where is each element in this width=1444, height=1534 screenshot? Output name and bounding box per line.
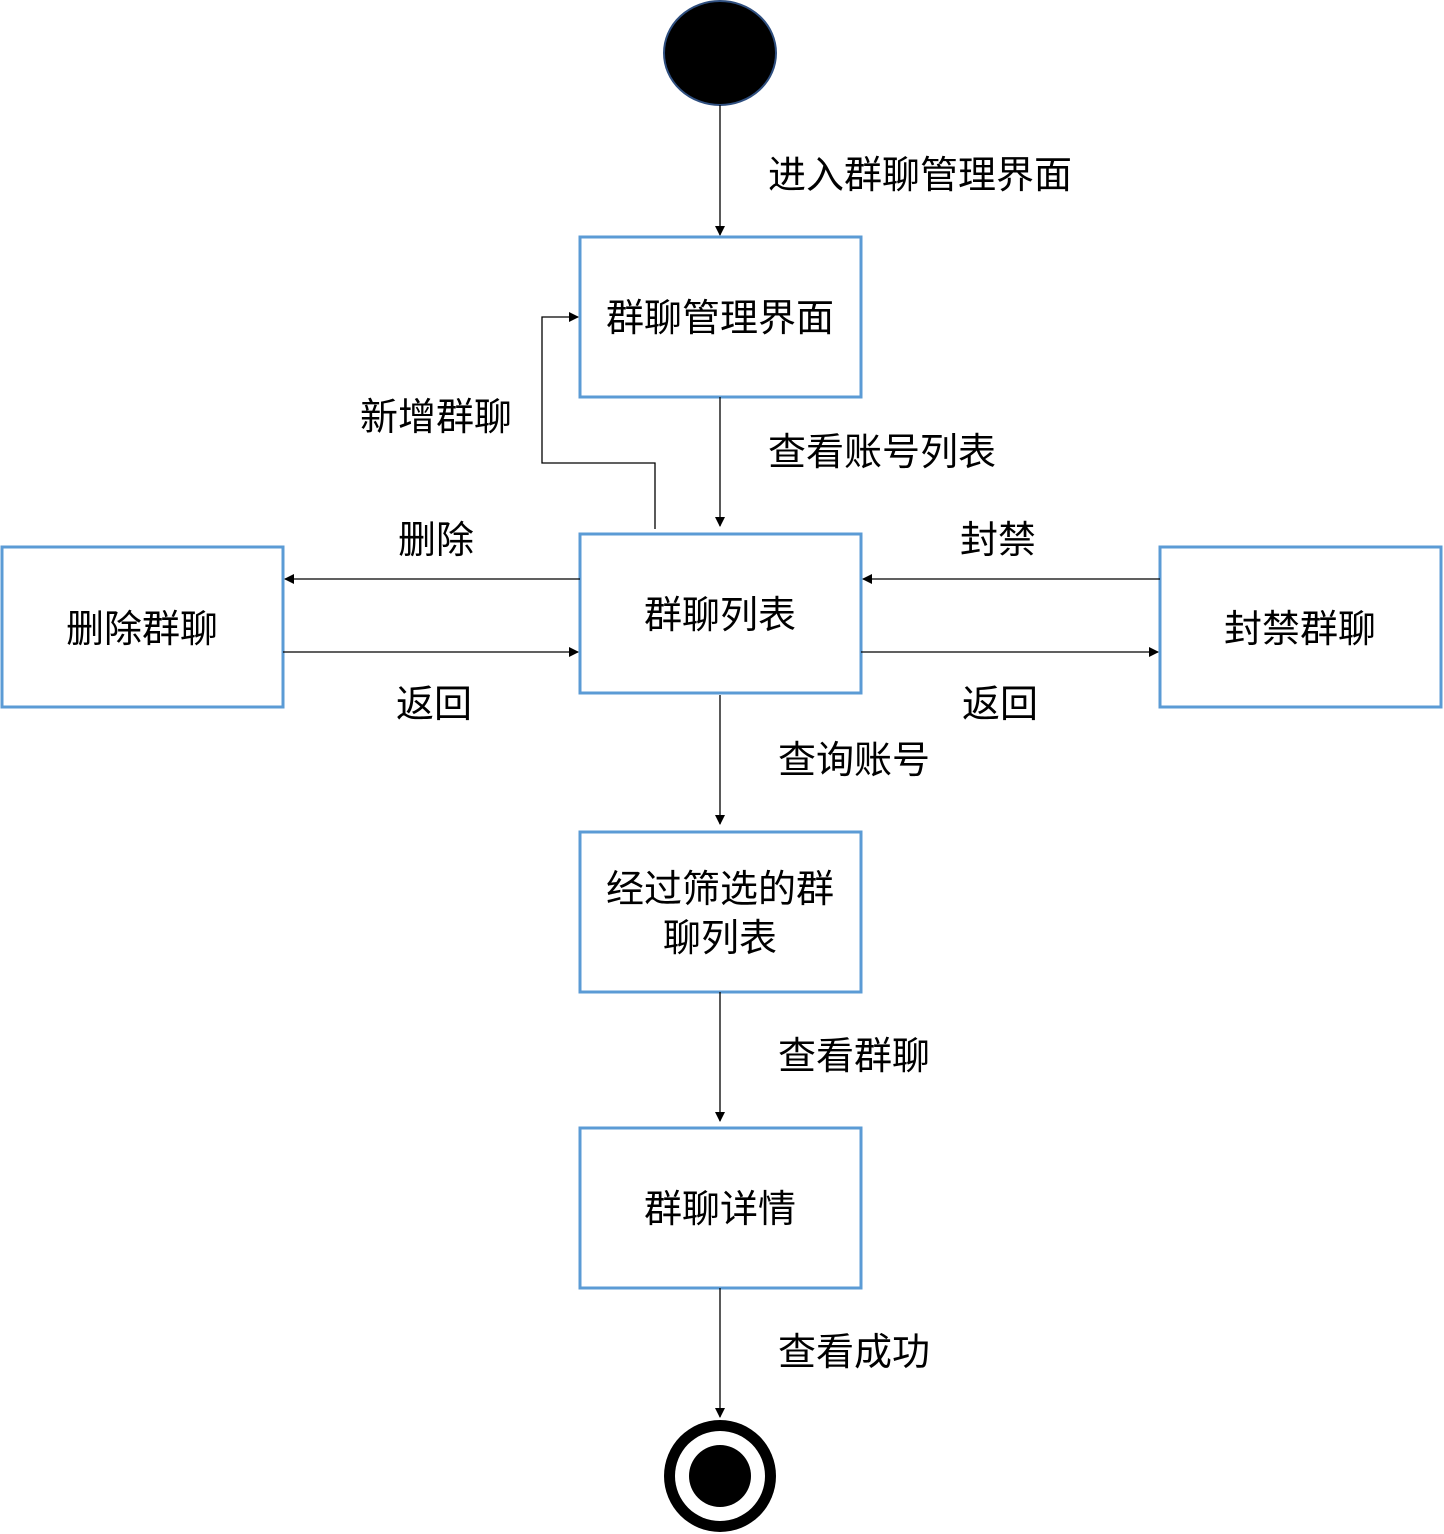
edge-ban-label: 封禁 <box>960 518 1036 562</box>
edge-delete-return-label: 返回 <box>396 682 472 726</box>
node-delete-group-label: 删除群聊 <box>66 607 218 651</box>
edge-add-group-label: 新增群聊 <box>360 395 512 439</box>
node-delete-group: 删除群聊 <box>0 545 285 709</box>
node-filtered-list: 经过筛选的群 聊列表 <box>578 830 863 994</box>
edge-view-list-label: 查看账号列表 <box>768 430 996 474</box>
edge-enter-label: 进入群聊管理界面 <box>768 153 1072 197</box>
node-filtered-list-line2: 聊列表 <box>663 916 777 960</box>
edge-ban-return-label: 返回 <box>962 682 1038 726</box>
node-group-list-label: 群聊列表 <box>644 593 796 637</box>
edge-view-group-label: 查看群聊 <box>778 1034 930 1078</box>
node-ban-group-label: 封禁群聊 <box>1224 607 1376 651</box>
edge-view-success-label: 查看成功 <box>778 1330 930 1374</box>
final-state <box>664 1420 776 1532</box>
node-ban-group: 封禁群聊 <box>1158 545 1443 709</box>
edge-delete-label: 删除 <box>398 518 474 562</box>
node-filtered-list-line1: 经过筛选的群 <box>606 867 834 911</box>
node-group-manage: 群聊管理界面 <box>578 235 863 399</box>
node-group-detail-label: 群聊详情 <box>644 1187 796 1231</box>
initial-state <box>663 0 777 106</box>
edge-query-label: 查询账号 <box>778 738 930 782</box>
node-group-list: 群聊列表 <box>578 532 863 695</box>
edge-add-group-line <box>541 312 656 529</box>
node-group-manage-label: 群聊管理界面 <box>606 296 834 340</box>
node-group-detail: 群聊详情 <box>578 1126 863 1290</box>
